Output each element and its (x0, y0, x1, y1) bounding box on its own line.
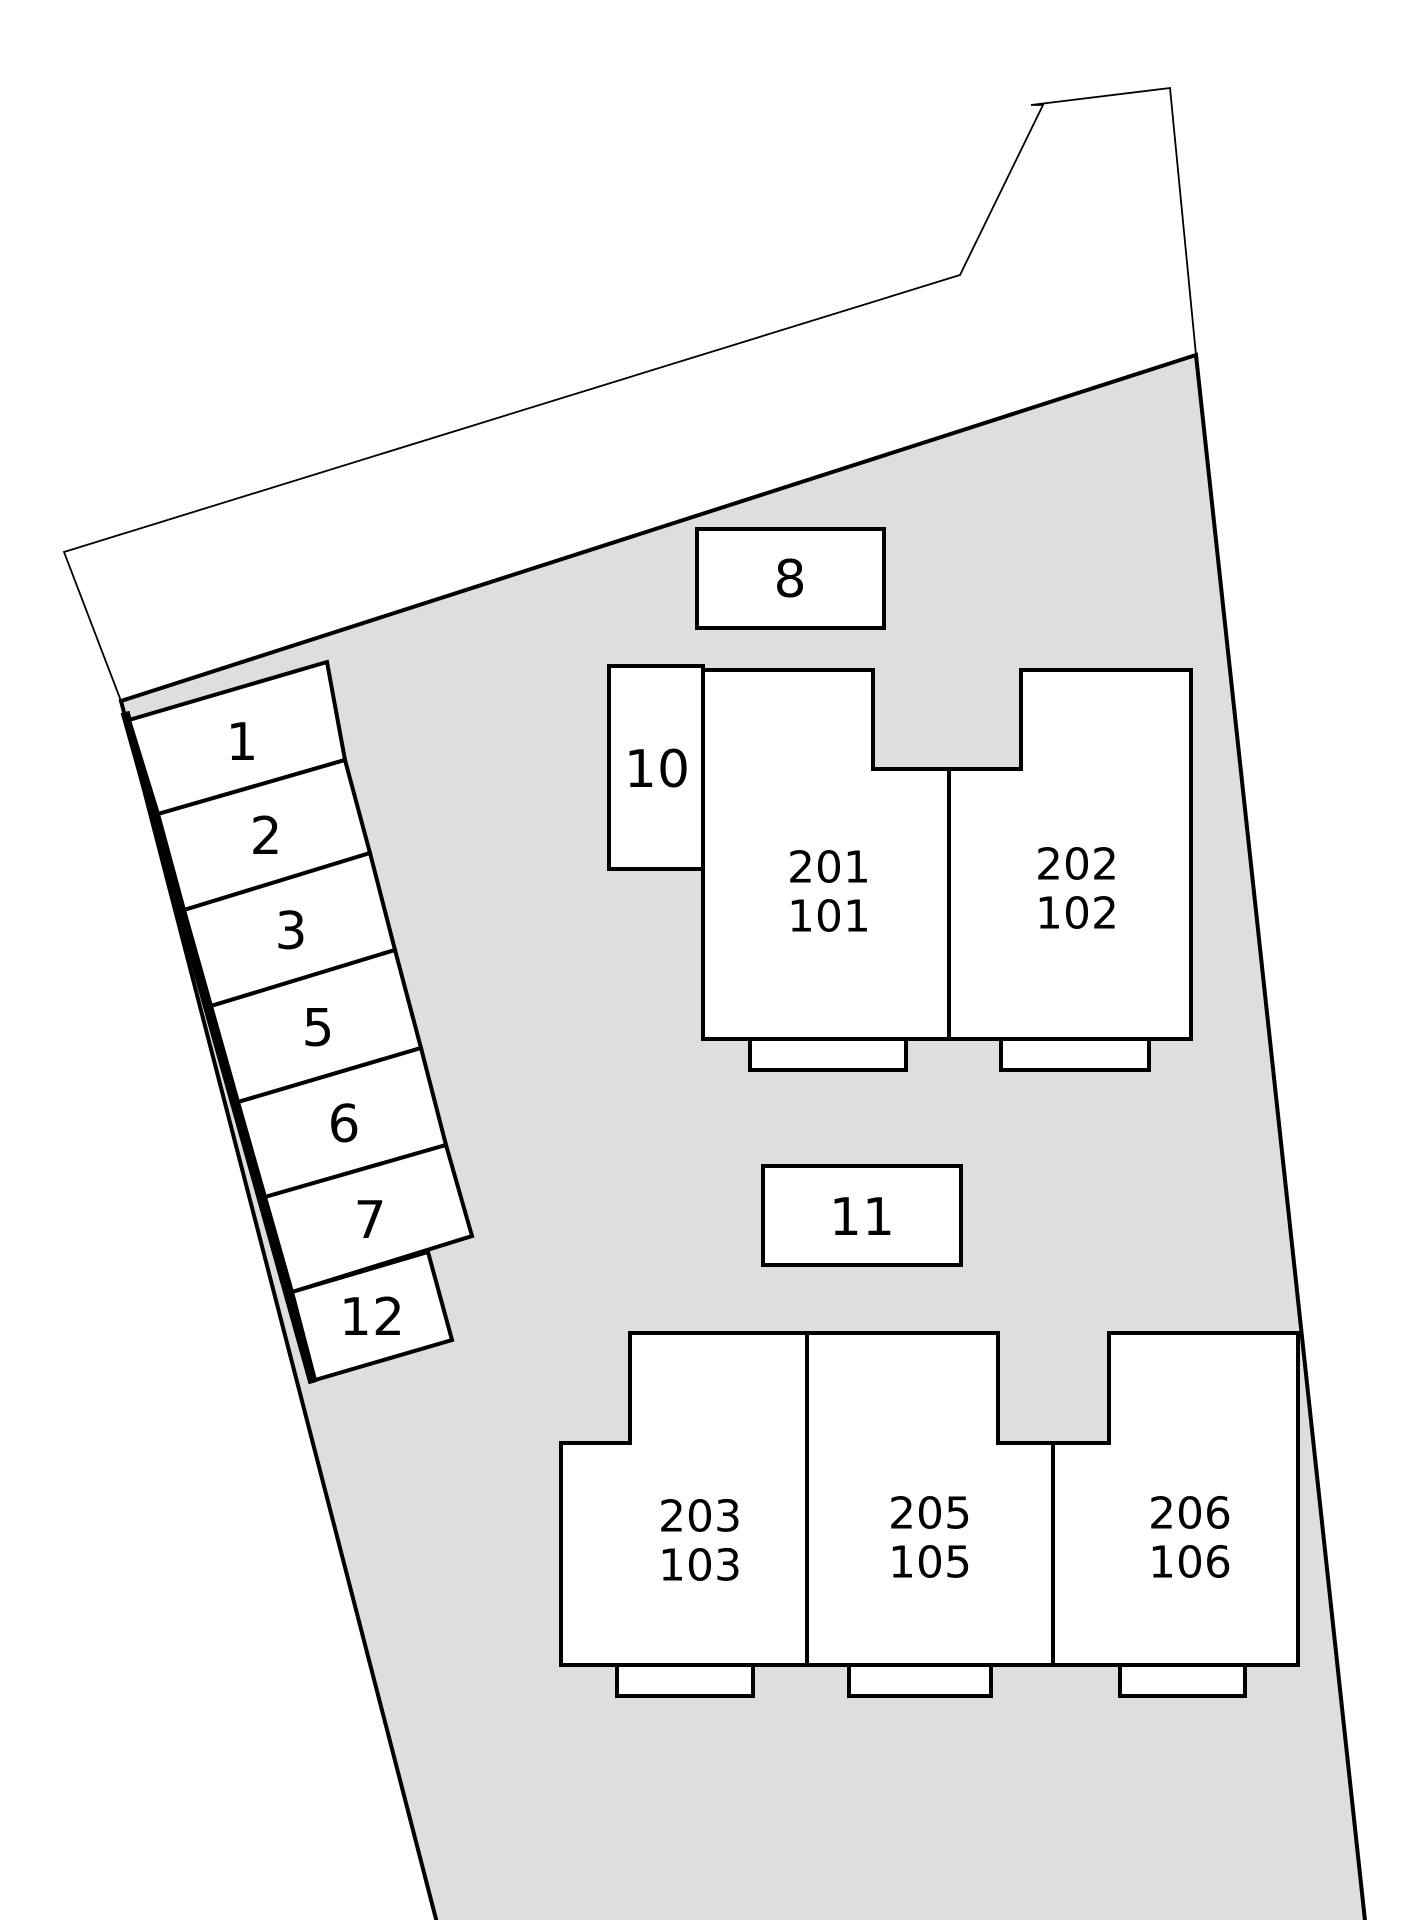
unit-lower-label: 102 (1035, 889, 1119, 940)
parking-space-11 (761, 1164, 963, 1267)
parking-space-label: 3 (274, 902, 307, 962)
parking-space-10 (607, 664, 705, 871)
west-boundary-wall (120, 710, 318, 1385)
unit-lower-label: 105 (888, 1538, 972, 1589)
parking-space-label: 8 (773, 550, 806, 610)
unit-201-101-balcony (748, 1037, 908, 1072)
parking-space-label: 7 (353, 1191, 386, 1251)
unit-202-102-balcony (999, 1037, 1151, 1072)
unit-upper-label: 205 (888, 1489, 972, 1540)
unit-upper-label: 206 (1148, 1489, 1232, 1540)
parking-space-12 (289, 1249, 455, 1383)
parking-space-label: 10 (624, 740, 690, 800)
unit-206-106-balcony (1118, 1663, 1247, 1698)
unit-upper-label: 202 (1035, 840, 1119, 891)
north-building: 201 101 202 102 (701, 668, 1193, 1072)
unit-206-106 (1051, 1331, 1300, 1667)
unit-lower-label: 106 (1148, 1538, 1232, 1589)
parking-strip: 1 2 3 5 6 7 12 (126, 659, 475, 1383)
parking-space-label: 5 (301, 999, 334, 1059)
south-building: 203 103 205 105 206 106 (559, 1331, 1300, 1698)
unit-lower-label: 103 (658, 1541, 742, 1592)
parking-space-label: 11 (829, 1188, 895, 1248)
unit-lower-label: 101 (787, 892, 871, 943)
unit-upper-label: 201 (787, 843, 871, 894)
parking-space-label: 12 (339, 1288, 405, 1348)
parking-space-label: 6 (327, 1095, 360, 1155)
parking-space-7 (262, 1142, 475, 1295)
unit-205-105-balcony (847, 1663, 993, 1698)
parking-space-8 (695, 527, 886, 630)
parking-space-label: 1 (225, 713, 258, 773)
unit-203-103-balcony (615, 1663, 755, 1698)
unit-202-102 (947, 668, 1193, 1041)
parking-space-label: 2 (249, 807, 282, 867)
unit-upper-label: 203 (658, 1492, 742, 1543)
